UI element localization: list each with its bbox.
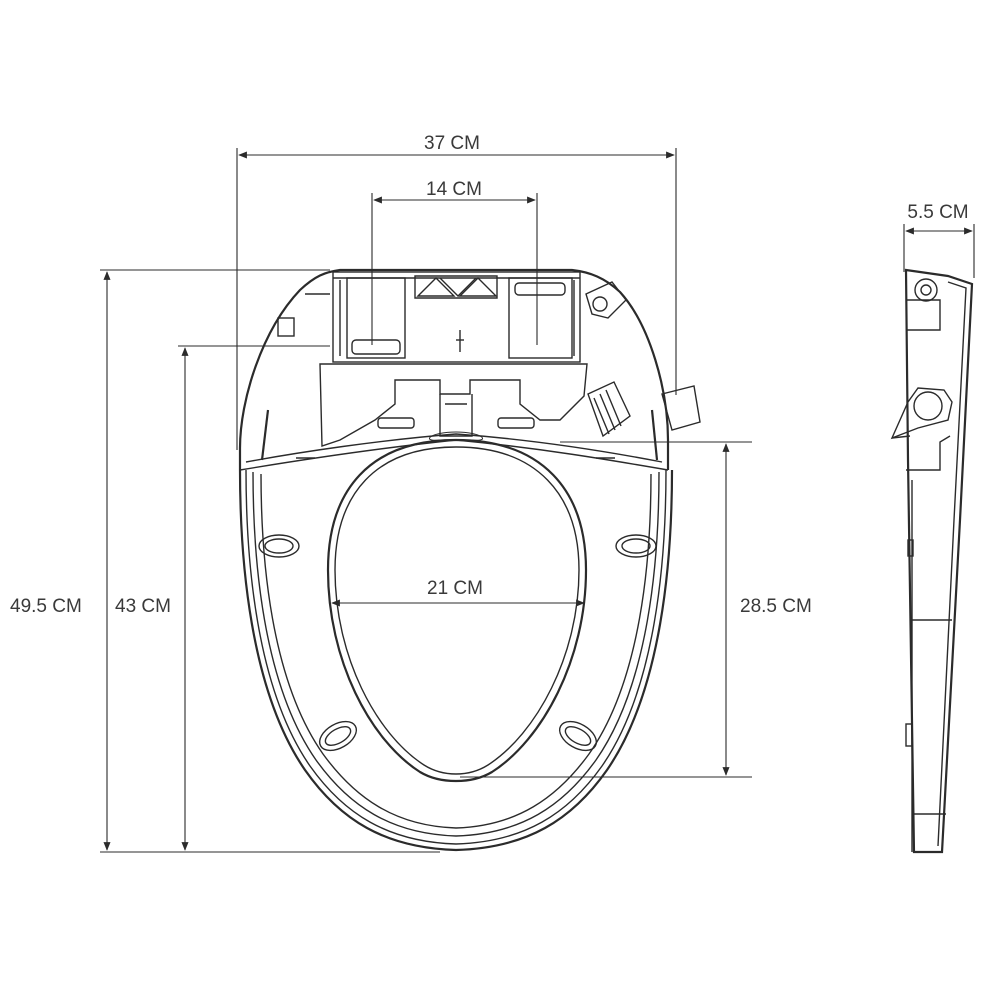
top-view [238,268,701,852]
opening-width-label: 21 CM [427,578,483,599]
seat-body-outline [238,268,670,470]
total-width-label: 37 CM [424,133,480,154]
mount-assembly [260,271,701,461]
side-view [890,268,974,854]
seat-opening [326,438,588,782]
total-length-label: 49.5 CM [10,596,82,617]
mount-width-label: 14 CM [426,179,482,200]
dimension-lines [100,148,975,853]
bumper-pads [258,534,657,752]
opening-length-label: 28.5 CM [740,596,812,617]
height-label: 5.5 CM [907,202,968,223]
seat-length-label: 43 CM [115,596,171,617]
seat-outer-outline [238,469,674,852]
